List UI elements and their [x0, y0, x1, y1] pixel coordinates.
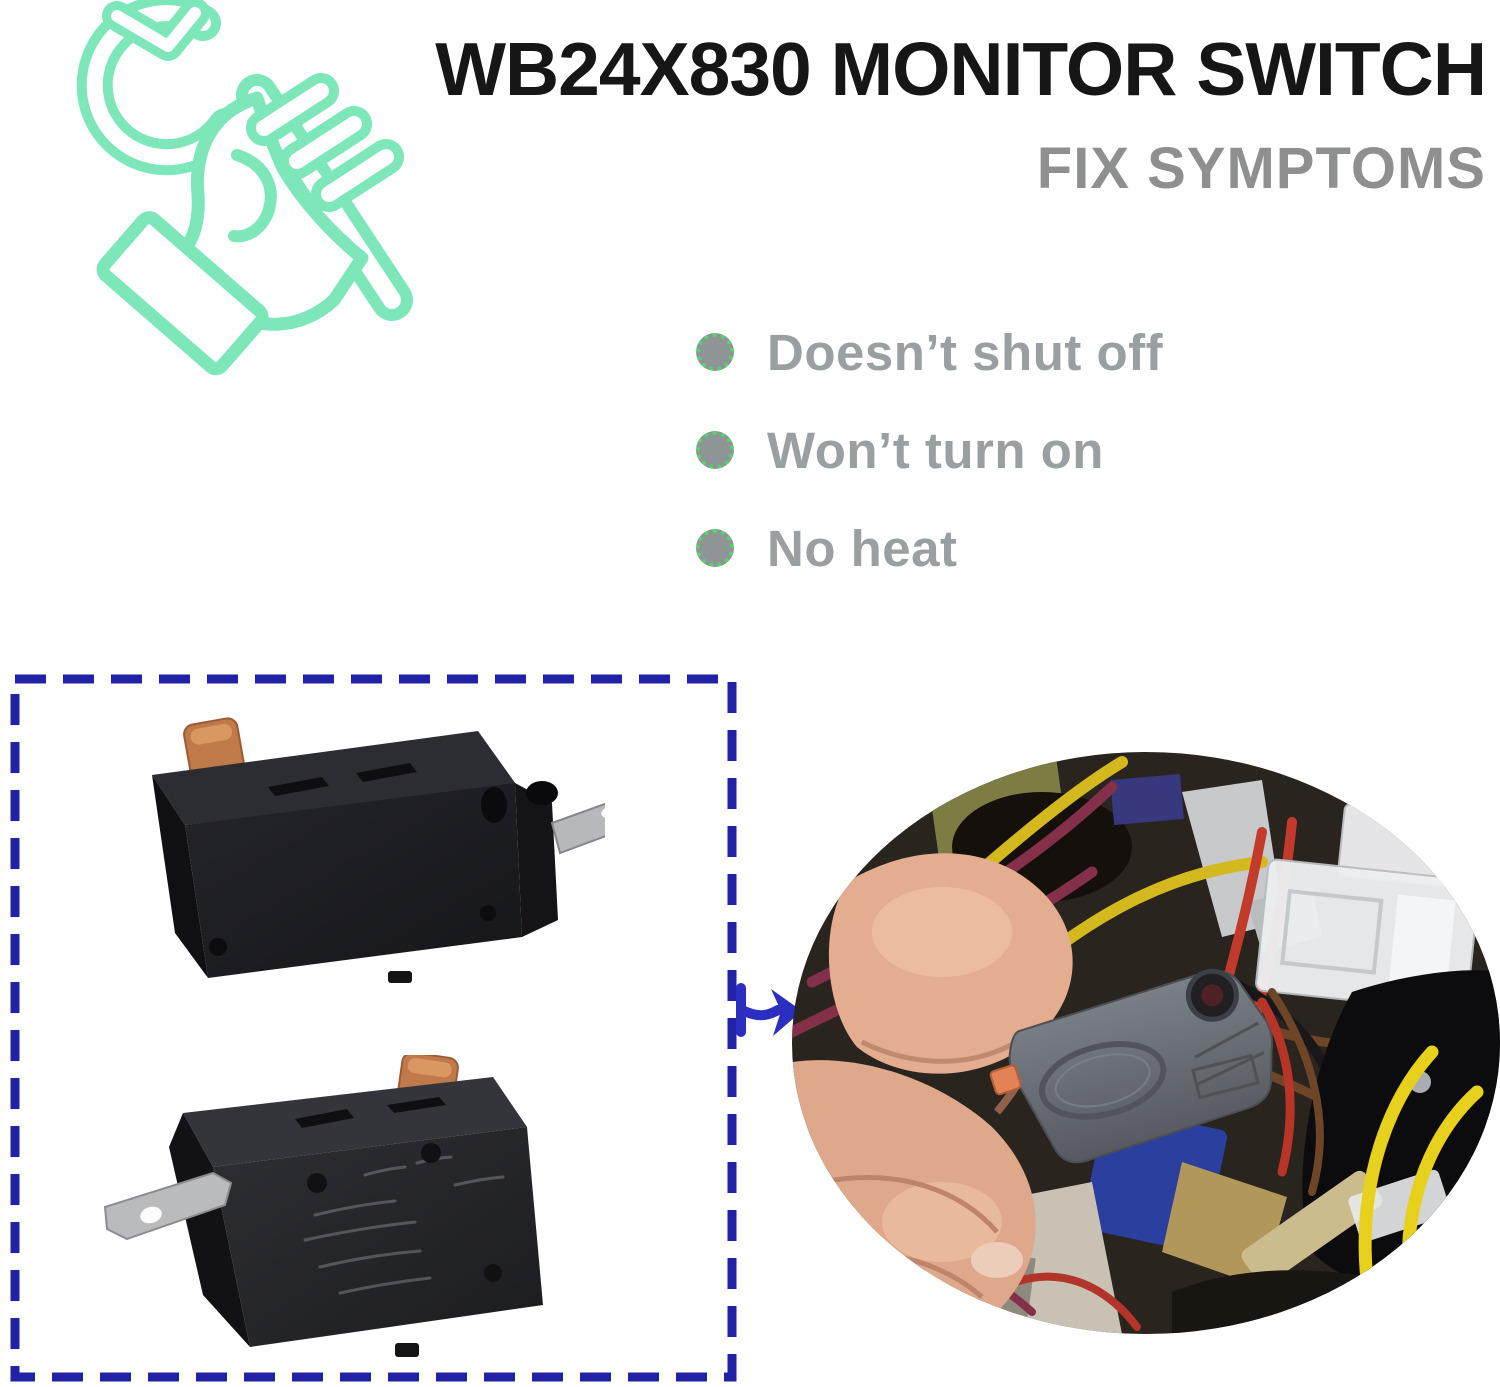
hand-holding-wrench-icon	[76, 0, 413, 376]
thumb	[228, 149, 277, 243]
bullet-icon	[696, 333, 734, 371]
switch-plunger	[989, 1064, 1022, 1096]
product-box-border	[10, 674, 737, 1382]
symptom-label: Won’t turn on	[767, 421, 1104, 479]
switch-front-face	[213, 1127, 543, 1347]
switch-front-face	[185, 783, 522, 978]
monitor-switch-photo-bottom	[103, 1055, 543, 1357]
page-subtitle: FIX SYMPTOMS	[1036, 135, 1486, 201]
switch-terminal	[103, 1171, 233, 1241]
switch-terminal	[550, 802, 605, 855]
monitor-switch-photo-top	[152, 717, 605, 983]
symptom-list: Doesn’t shut off Won’t turn on No heat	[696, 303, 1163, 597]
page-title: WB24X830 MONITOR SWITCH	[435, 27, 1487, 111]
install-arrow-icon	[736, 983, 802, 1037]
list-item: Won’t turn on	[696, 401, 1163, 499]
header: WB24X830 MONITOR SWITCH FIX SYMPTOMS	[430, 27, 1487, 202]
switch-markings	[303, 1155, 505, 1295]
gripping-fingers	[246, 73, 404, 212]
list-item: Doesn’t shut off	[696, 303, 1163, 401]
bullet-icon	[696, 529, 734, 567]
symptom-label: No heat	[767, 519, 958, 577]
bullet-icon	[696, 431, 734, 469]
list-item: No heat	[696, 499, 1163, 597]
switch-top-face	[152, 731, 518, 825]
sleeve-cuff	[96, 211, 269, 376]
micro-switch-in-hand	[989, 968, 1274, 1164]
installation-photo	[792, 752, 1500, 1334]
switch-logo-oval	[1038, 1041, 1167, 1120]
metal-bracket	[1182, 780, 1284, 937]
symptom-label: Doesn’t shut off	[767, 323, 1164, 381]
